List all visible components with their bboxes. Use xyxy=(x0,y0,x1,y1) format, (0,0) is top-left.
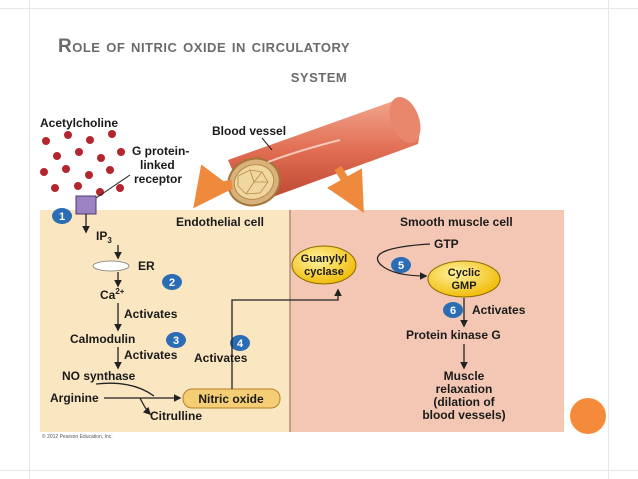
er-organelle xyxy=(92,260,130,272)
slide-title-line1: Role of nitric oxide in circulatory xyxy=(58,36,351,57)
slide-title: Role of nitric oxide in circulatory syst… xyxy=(0,36,638,88)
step-badge-1: 1 xyxy=(52,208,72,224)
blood-vessel-graphic xyxy=(227,96,421,207)
step-badge-2: 2 xyxy=(162,274,182,290)
step-badge-3: 3 xyxy=(166,332,186,348)
guanylyl-label-line1: Guanylyl xyxy=(301,253,347,265)
arrow-to-endothelial xyxy=(193,164,234,209)
step-number-1: 1 xyxy=(59,211,65,223)
slide-title-line2: system xyxy=(290,66,348,87)
step-number-5: 5 xyxy=(398,260,404,272)
muscle-label-line4: blood vessels) xyxy=(422,408,505,422)
step-badge-5: 5 xyxy=(391,257,411,273)
arrow-no-guanylyl xyxy=(231,288,342,389)
acetylcholine-label: Acetylcholine xyxy=(40,116,118,130)
arrow-nos-reaction xyxy=(95,382,155,397)
endothelial-cell-label: Endothelial cell xyxy=(176,215,264,229)
receptor-label-line3: receptor xyxy=(134,172,182,186)
gtp-label: GTP xyxy=(434,237,459,251)
guanylyl-cyclase-node xyxy=(291,245,357,285)
citrulline-label: Citrulline xyxy=(150,409,202,423)
protein-kinase-g-label: Protein kinase G xyxy=(406,328,501,342)
receptor-box xyxy=(75,195,97,215)
arrow-gtp-cgmp xyxy=(376,243,431,280)
smooth-muscle-region xyxy=(290,210,564,432)
cgmp-label-line1: Cyclic xyxy=(448,267,480,279)
acetylcholine-molecules xyxy=(40,130,125,196)
receptor-label-line1: G protein- xyxy=(132,144,189,158)
frame-bottom-line xyxy=(0,470,638,471)
no-synthase-label: NO synthase xyxy=(62,369,136,383)
frame-top-line xyxy=(0,8,638,9)
er-label: ER xyxy=(138,259,155,273)
frame-left-line xyxy=(29,0,30,479)
cgmp-label-line2: GMP xyxy=(451,280,476,292)
activates-label-3: Activates xyxy=(194,351,248,365)
arrow-to-smooth-muscle xyxy=(326,165,364,213)
muscle-label-line2: relaxation xyxy=(436,382,493,396)
step-number-3: 3 xyxy=(173,335,179,347)
copyright-label: © 2012 Pearson Education, Inc. xyxy=(42,433,113,440)
decorative-orange-dot xyxy=(570,398,606,434)
muscle-label-line1: Muscle xyxy=(444,369,485,383)
muscle-label-line3: (dilation of xyxy=(433,395,495,409)
blood-vessel-label: Blood vessel xyxy=(212,124,286,138)
activates-label-1: Activates xyxy=(124,307,178,321)
step-number-6: 6 xyxy=(450,305,456,317)
activates-label-2: Activates xyxy=(124,348,178,362)
guanylyl-label-line2: cyclase xyxy=(304,266,344,278)
step-number-2: 2 xyxy=(169,277,175,289)
activates-label-4: Activates xyxy=(472,303,526,317)
step-number-4: 4 xyxy=(237,338,244,350)
receptor-label-line2: linked xyxy=(140,158,175,172)
calmodulin-label: Calmodulin xyxy=(70,332,135,346)
nitric-oxide-label: Nitric oxide xyxy=(198,392,264,406)
step-badge-4: 4 xyxy=(230,335,250,351)
smooth-muscle-cell-label: Smooth muscle cell xyxy=(400,215,513,229)
step-badge-6: 6 xyxy=(443,302,463,318)
receptor-pointer xyxy=(95,174,131,199)
blood-vessel-pointer xyxy=(261,137,273,151)
arginine-label: Arginine xyxy=(50,391,99,405)
ip3-label: IP3 xyxy=(96,229,112,245)
cyclic-gmp-node xyxy=(427,260,501,298)
arrow-to-citrulline xyxy=(139,397,152,416)
calcium-label: Ca2+ xyxy=(100,287,125,302)
frame-right-line xyxy=(608,0,609,479)
